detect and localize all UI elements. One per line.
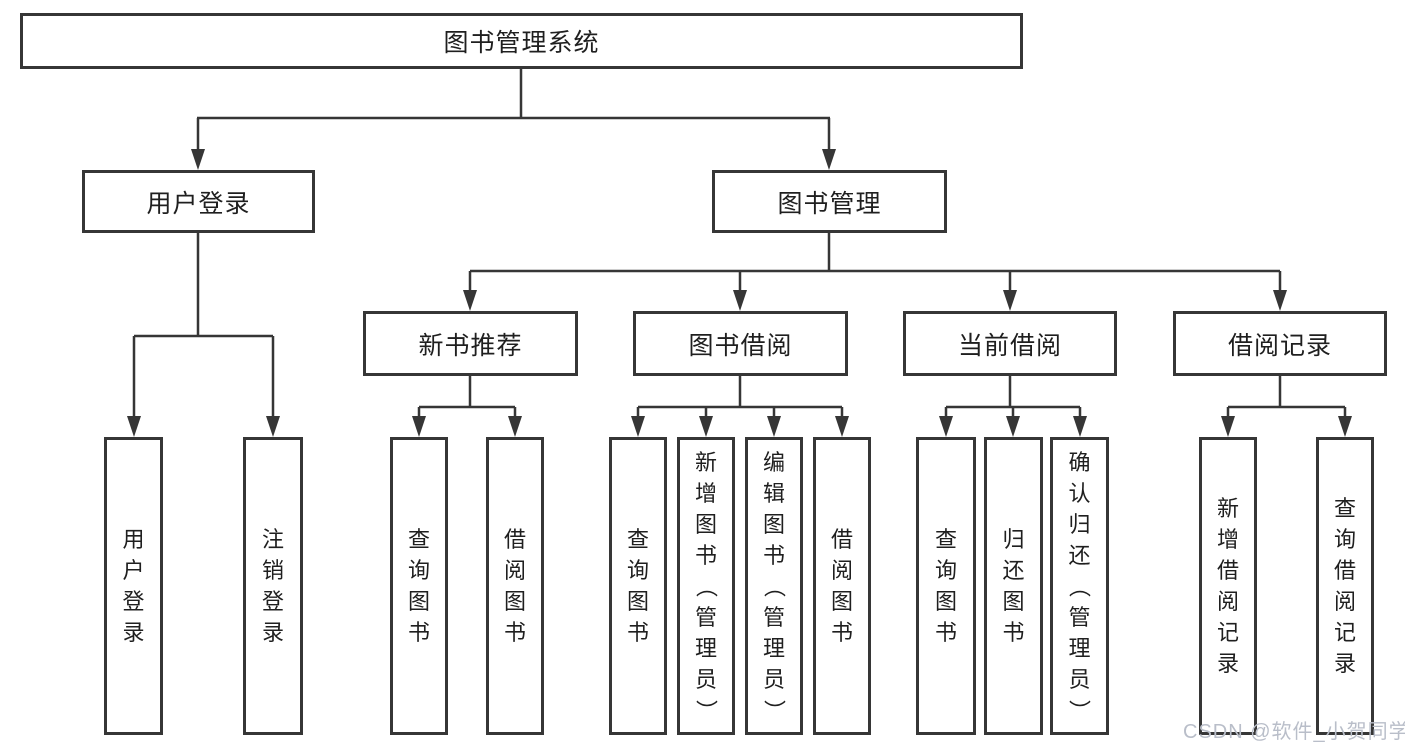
leaf-borrow-add-book-admin: 新增图书（管理员） — [677, 437, 735, 735]
leaf-borrow-edit-book-admin: 编辑图书（管理员） — [745, 437, 803, 735]
node-book-borrow: 图书借阅 — [633, 311, 848, 376]
leaf-current-return-book-label: 归还图书 — [1002, 527, 1025, 645]
leaf-borrow-borrow-book: 借阅图书 — [813, 437, 871, 735]
node-user-login-label: 用户登录 — [146, 189, 251, 218]
node-new-book-recommend-label: 新书推荐 — [418, 331, 523, 360]
leaf-records-add-record-label: 新增借阅记录 — [1216, 496, 1239, 676]
leaf-user-login: 用户登录 — [104, 437, 163, 735]
leaf-newbook-query-book-label: 查询图书 — [407, 527, 430, 645]
leaf-borrow-borrow-book-label: 借阅图书 — [830, 527, 853, 645]
leaf-borrow-add-book-admin-label: 新增图书（管理员） — [693, 449, 719, 722]
leaf-newbook-query-book: 查询图书 — [390, 437, 448, 735]
node-root: 图书管理系统 — [20, 13, 1023, 69]
leaf-logout-label: 注销登录 — [261, 527, 284, 645]
leaf-current-query-book-label: 查询图书 — [934, 527, 957, 645]
node-root-label: 图书管理系统 — [443, 29, 600, 57]
leaf-borrow-query-book-label: 查询图书 — [626, 527, 649, 645]
node-user-login: 用户登录 — [82, 170, 315, 233]
node-borrow-records: 借阅记录 — [1173, 311, 1387, 376]
node-book-management: 图书管理 — [712, 170, 947, 233]
watermark: CSDN @软件_小贺同学 — [1183, 721, 1405, 743]
leaf-logout: 注销登录 — [243, 437, 303, 735]
leaf-records-query-record-label: 查询借阅记录 — [1333, 496, 1356, 676]
node-borrow-records-label: 借阅记录 — [1227, 331, 1332, 360]
node-current-borrow-label: 当前借阅 — [957, 331, 1062, 360]
leaf-records-add-record: 新增借阅记录 — [1199, 437, 1257, 735]
node-new-book-recommend: 新书推荐 — [363, 311, 578, 376]
leaf-current-confirm-return-admin-label: 确认归还（管理员） — [1066, 449, 1092, 722]
leaf-borrow-query-book: 查询图书 — [609, 437, 667, 735]
leaf-current-query-book: 查询图书 — [916, 437, 976, 735]
leaf-newbook-borrow-book: 借阅图书 — [486, 437, 544, 735]
node-book-borrow-label: 图书借阅 — [688, 331, 793, 360]
leaf-current-return-book: 归还图书 — [984, 437, 1043, 735]
leaf-user-login-label: 用户登录 — [122, 527, 145, 645]
node-book-management-label: 图书管理 — [777, 189, 882, 218]
leaf-records-query-record: 查询借阅记录 — [1316, 437, 1374, 735]
leaf-current-confirm-return-admin: 确认归还（管理员） — [1050, 437, 1109, 735]
leaf-newbook-borrow-book-label: 借阅图书 — [503, 527, 526, 645]
leaf-borrow-edit-book-admin-label: 编辑图书（管理员） — [761, 449, 787, 722]
node-current-borrow: 当前借阅 — [903, 311, 1117, 376]
